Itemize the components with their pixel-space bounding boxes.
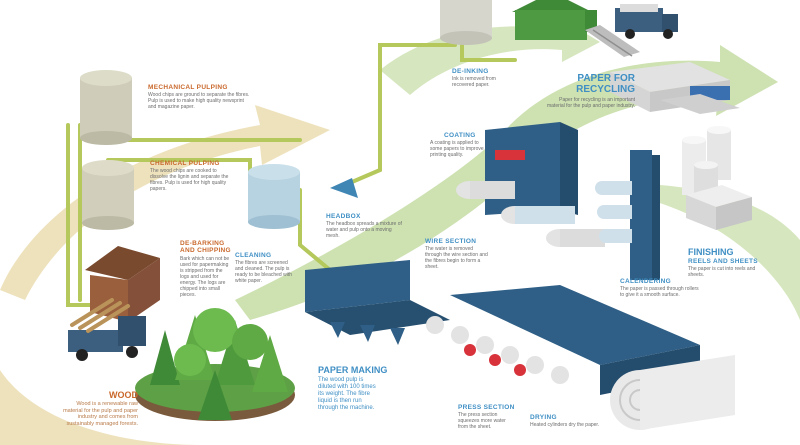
mechanical-pulping-heading: MECHANICAL PULPING <box>148 84 228 91</box>
headbox-heading: HEADBOX <box>326 213 361 220</box>
green-right-arrow <box>650 185 800 320</box>
coating-heading: COATING <box>444 132 476 139</box>
drying-text: Heated cylinders dry the paper. <box>530 422 600 428</box>
finishing-text: The paper is cut into reels and sheets. <box>688 266 756 278</box>
drying-heading: DRYING <box>530 414 557 421</box>
paper-bales-icon <box>610 62 740 114</box>
mechanical-pulping-text: Wood chips are ground to separate the fi… <box>148 92 250 110</box>
paper-reel-icon <box>610 355 735 430</box>
wire-section-heading: WIRE SECTION <box>425 238 477 245</box>
deinking-text: Ink is removed from recovered paper. <box>452 76 496 88</box>
log-truck-icon <box>68 298 146 361</box>
recycling-shed-icon <box>512 0 597 40</box>
recycling-heading-line1: PAPER FOR <box>577 73 635 84</box>
calendering-text: The paper is passed through rollers to g… <box>620 286 699 298</box>
headbox-text: The headbox spreads a mixture of water a… <box>326 221 402 239</box>
sand-cycle-arrow <box>0 105 330 300</box>
deinking-tank-icon <box>440 0 492 45</box>
finished-rolls-icon <box>682 126 731 205</box>
recycling-truck-icon <box>615 4 678 39</box>
paper-sheets-icon <box>686 185 752 230</box>
paper-making-text: The wood pulp is diluted with 100 times … <box>318 377 376 411</box>
coating-text: A coating is applied to some papers to i… <box>430 140 484 158</box>
press-section-text: The press section squeezes more water fr… <box>458 412 506 430</box>
paper-machine-icon <box>305 260 700 395</box>
calendering-heading: CALENDERING <box>620 278 671 285</box>
finishing-heading: FINISHING <box>688 247 734 257</box>
wire-section-text: The water is removed through the wire se… <box>425 246 488 270</box>
mechanical-pulping-tank-icon <box>80 70 132 145</box>
wood-text: Wood is a renewable raw material for the… <box>63 401 138 427</box>
chemical-pulping-heading: CHEMICAL PULPING <box>150 160 220 167</box>
deinking-heading: DE-INKING <box>452 68 489 75</box>
finishing-subheading: REELS AND SHEETS <box>688 258 758 265</box>
coating-machine-icon <box>456 122 605 247</box>
cleaning-tank-icon <box>248 164 300 229</box>
debarking-text: Bark which can not be used for papermaki… <box>180 256 230 298</box>
chemical-pulping-tank-icon <box>82 160 134 230</box>
chemical-pulping-text: The wood chips are cooked to dissolve th… <box>150 168 229 192</box>
cleaning-text: The fibres are screened and cleaned. The… <box>235 260 292 284</box>
cleaning-heading: CLEANING <box>235 252 272 259</box>
press-section-heading: PRESS SECTION <box>458 404 515 411</box>
paper-making-heading: PAPER MAKING <box>318 365 388 375</box>
recycling-heading-line2: RECYCLING <box>576 84 635 95</box>
wood-heading: WOOD <box>109 390 138 400</box>
calendering-machine-icon <box>595 150 660 280</box>
debarking-heading: DE-BARKING AND CHIPPING <box>180 240 231 254</box>
conveyor-icon <box>585 25 640 57</box>
sand-lower-arrow <box>0 370 200 445</box>
headbox-funnel-icon <box>330 178 358 198</box>
forest-icon <box>135 308 295 421</box>
recycling-text: Paper for recycling is an important mate… <box>546 97 635 109</box>
